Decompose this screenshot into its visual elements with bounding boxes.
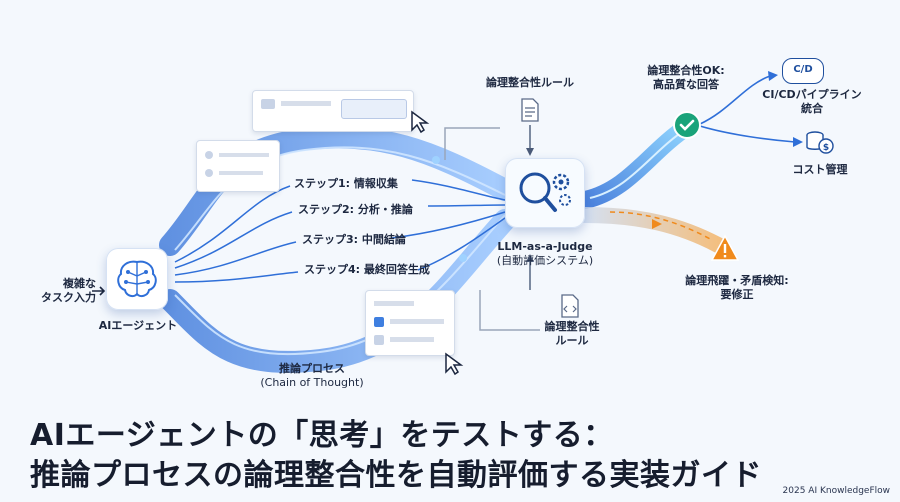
judge-line2: (自動評価システム) <box>496 253 594 267</box>
stream-lower <box>159 209 516 373</box>
warn-arrowhead <box>652 219 662 229</box>
cicd-label: CI/CDパイプライン 統合 <box>752 88 872 116</box>
arrow-cost <box>699 125 796 143</box>
ai-agent-node <box>106 248 168 310</box>
title-line1: AIエージェントの「思考」をテストする： <box>30 418 614 453</box>
ai-agent-label: AIエージェント <box>98 319 178 332</box>
title-line2: 推論プロセスの論理整合性を自動評価する実装ガイド <box>30 458 762 493</box>
svg-text:$: $ <box>823 143 829 153</box>
ui-panel-bottom <box>365 290 455 356</box>
rule-top-label: 論理整合性ルール <box>486 76 574 89</box>
input-arrow-icon <box>92 286 106 296</box>
code-document-icon <box>561 294 579 318</box>
glow-dot <box>432 156 440 164</box>
rule-bottom-arrowhead <box>526 254 534 262</box>
rule-bottom-line2: ルール <box>555 333 589 347</box>
feedback-bottom <box>479 290 540 331</box>
step-1-label: ステップ1: 情報収集 <box>294 177 398 190</box>
cot-line2: (Chain of Thought) <box>260 375 364 389</box>
cot-label: 推論プロセス (Chain of Thought) <box>252 362 372 390</box>
glow-dot <box>459 254 467 262</box>
ok-label: 論理整合性OK: 高品質な回答 <box>626 64 746 92</box>
step-4-label: ステップ4: 最終回答生成 <box>304 263 430 276</box>
ok-line2: 高品質な回答 <box>653 77 719 91</box>
cost-label: コスト管理 <box>792 163 848 176</box>
task-input-line1: 複雑な <box>63 277 96 290</box>
magnifier-gear-icon <box>519 172 571 212</box>
ok-line1: 論理整合性OK: <box>647 64 725 77</box>
cot-line1: 推論プロセス <box>279 362 345 375</box>
arrow-cicd <box>699 75 771 125</box>
feedback-top <box>444 127 500 160</box>
task-input-label: 複雑な タスク入力 <box>36 277 96 305</box>
judge-node <box>505 158 585 228</box>
step-2-label: ステップ2: 分析・推論 <box>298 203 413 216</box>
ng-line2: 要修正 <box>720 287 754 301</box>
stream-upper <box>159 126 516 256</box>
rule-bottom-label: 論理整合性 ルール <box>534 320 610 348</box>
arrow-cicd-head <box>768 71 778 81</box>
ui-panel-top <box>252 90 414 132</box>
step-arrows <box>174 179 506 283</box>
cicd-line1: CI/CDパイプライン <box>762 88 862 101</box>
warn-dashed <box>609 211 713 241</box>
strand-ok <box>589 127 689 199</box>
coins-icon: $ <box>806 131 834 154</box>
check-icon <box>673 111 701 139</box>
brain-icon <box>117 260 157 298</box>
cicd-line2: 統合 <box>801 101 823 115</box>
cursor-icon <box>411 110 430 134</box>
ui-panel-left <box>196 140 280 192</box>
judge-line1: LLM-as-a-Judge <box>497 240 593 253</box>
strand-lower <box>174 214 506 356</box>
footer-credit: 2025 AI KnowledgeFlow <box>782 486 890 496</box>
task-input-line2: タスク入力 <box>41 290 96 304</box>
ng-label: 論理飛躍・矛盾検知: 要修正 <box>672 274 802 302</box>
rule-bottom-line1: 論理整合性 <box>544 320 600 333</box>
document-icon <box>521 98 539 122</box>
ng-line1: 論理飛躍・矛盾検知: <box>685 274 789 287</box>
step-3-label: ステップ3: 中間結論 <box>302 233 406 246</box>
strand-upper <box>174 146 506 251</box>
cursor-icon <box>445 352 464 376</box>
judge-label: LLM-as-a-Judge (自動評価システム) <box>480 240 610 268</box>
warning-icon <box>710 234 740 261</box>
arrow-cost-head <box>793 137 803 147</box>
rule-top-arrowhead <box>526 148 534 156</box>
cicd-icon: C/D <box>782 58 824 84</box>
